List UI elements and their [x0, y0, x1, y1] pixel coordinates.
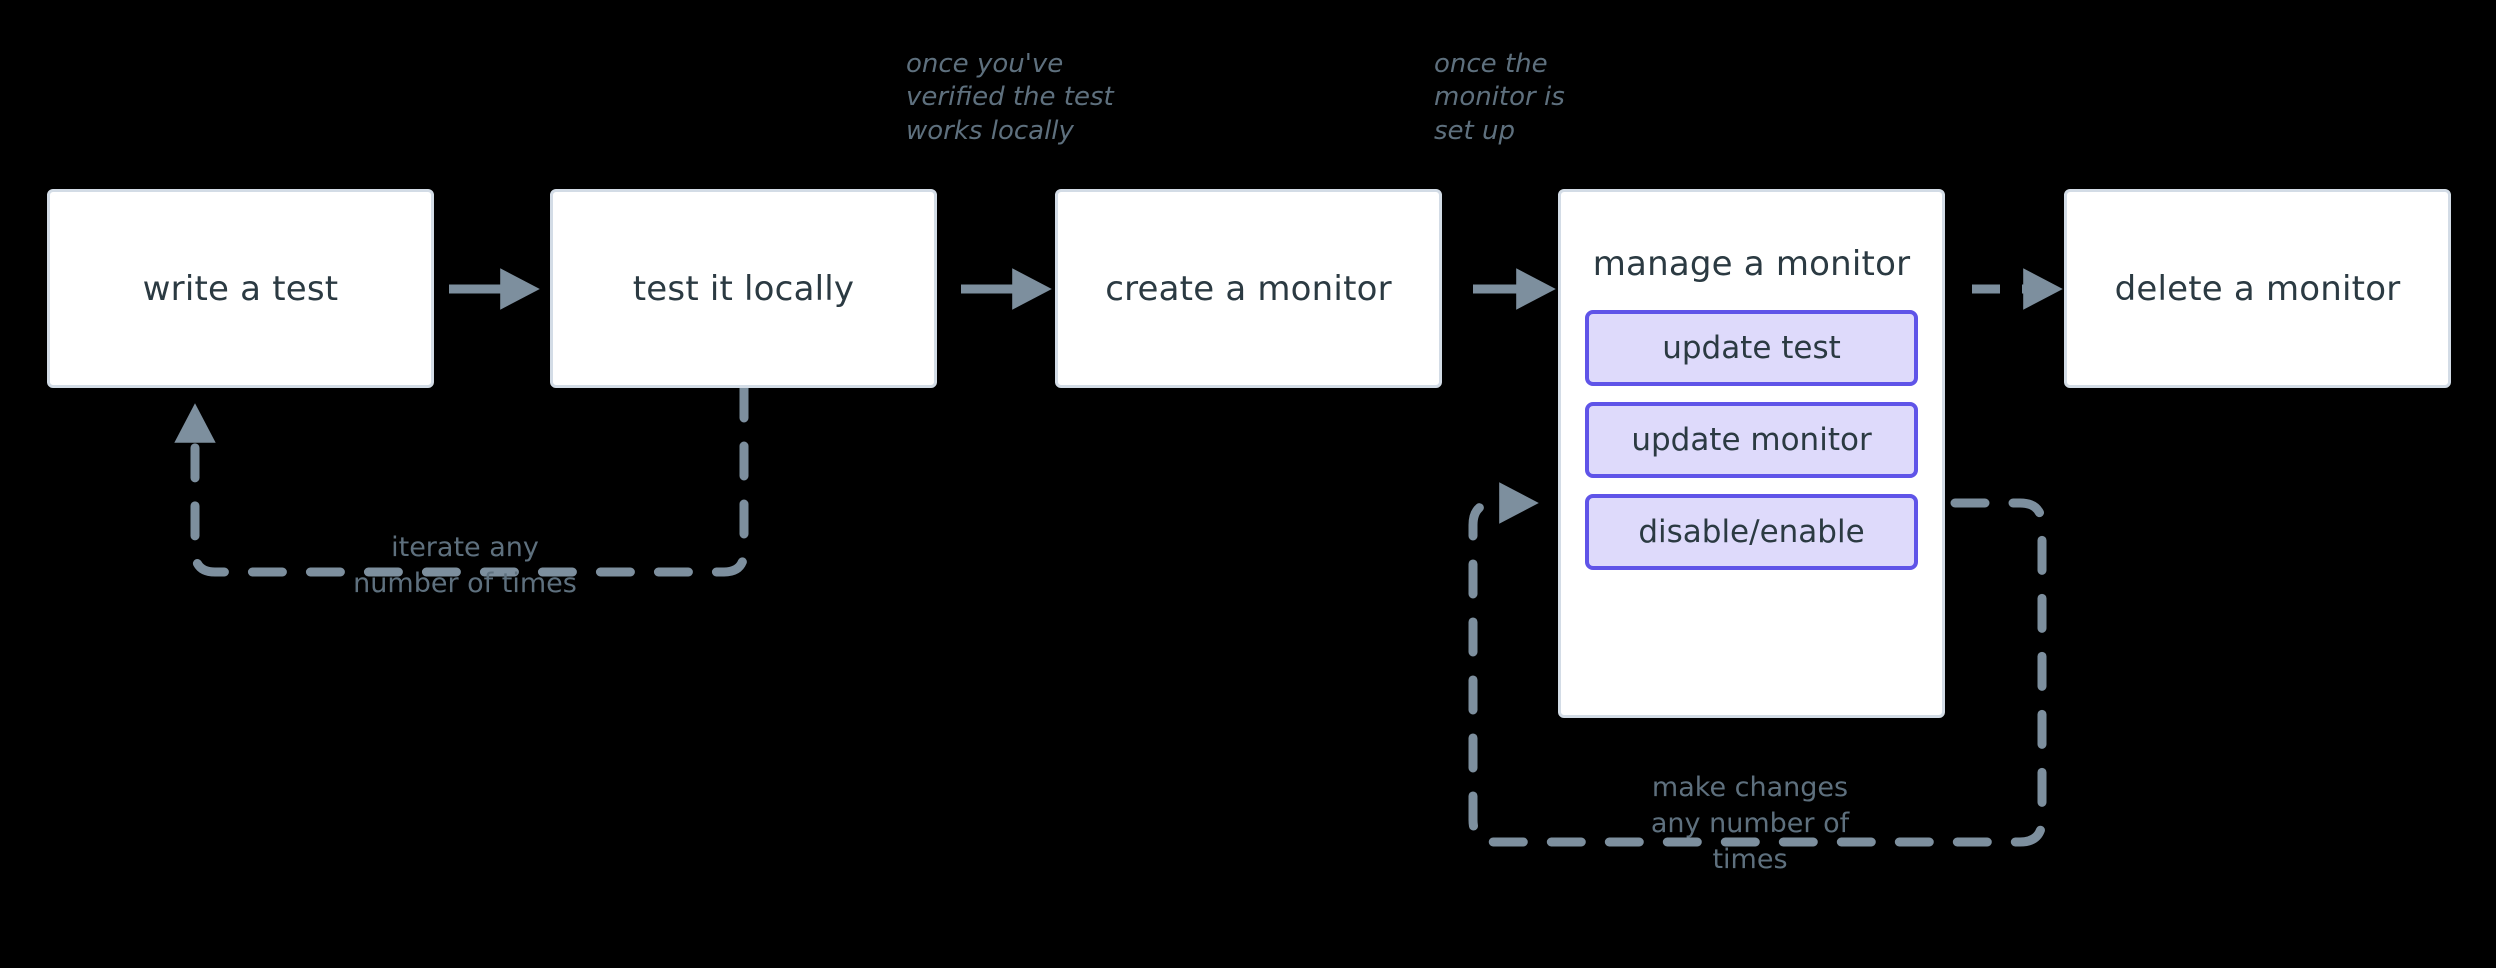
- node-write-a-test-label: write a test: [142, 268, 339, 309]
- sub-node-update-test[interactable]: update test: [1585, 310, 1918, 386]
- node-manage-a-monitor[interactable]: manage a monitor update test update moni…: [1558, 189, 1945, 718]
- edge-note-setup: once the monitor is set up: [1434, 49, 1565, 146]
- sub-node-disable-enable-label: disable/enable: [1638, 514, 1865, 550]
- edge-note-verified: once you've verified the test works loca…: [906, 49, 1114, 146]
- node-write-a-test[interactable]: write a test: [47, 189, 434, 388]
- node-manage-a-monitor-label: manage a monitor: [1592, 244, 1911, 284]
- loop-label-iterate: iterate any number of times: [353, 532, 577, 599]
- sub-node-disable-enable[interactable]: disable/enable: [1585, 494, 1918, 570]
- node-create-a-monitor[interactable]: create a monitor: [1055, 189, 1442, 388]
- node-test-it-locally[interactable]: test it locally: [550, 189, 937, 388]
- manage-sub-node-list: update test update monitor disable/enabl…: [1585, 310, 1918, 570]
- node-test-it-locally-label: test it locally: [632, 268, 855, 309]
- sub-node-update-monitor-label: update monitor: [1631, 422, 1872, 458]
- sub-node-update-monitor[interactable]: update monitor: [1585, 402, 1918, 478]
- loop-label-make-changes: make changes any number of times: [1650, 772, 1850, 875]
- node-delete-a-monitor[interactable]: delete a monitor: [2064, 189, 2451, 388]
- node-delete-a-monitor-label: delete a monitor: [2114, 268, 2401, 309]
- node-create-a-monitor-label: create a monitor: [1105, 268, 1392, 309]
- sub-node-update-test-label: update test: [1662, 330, 1841, 366]
